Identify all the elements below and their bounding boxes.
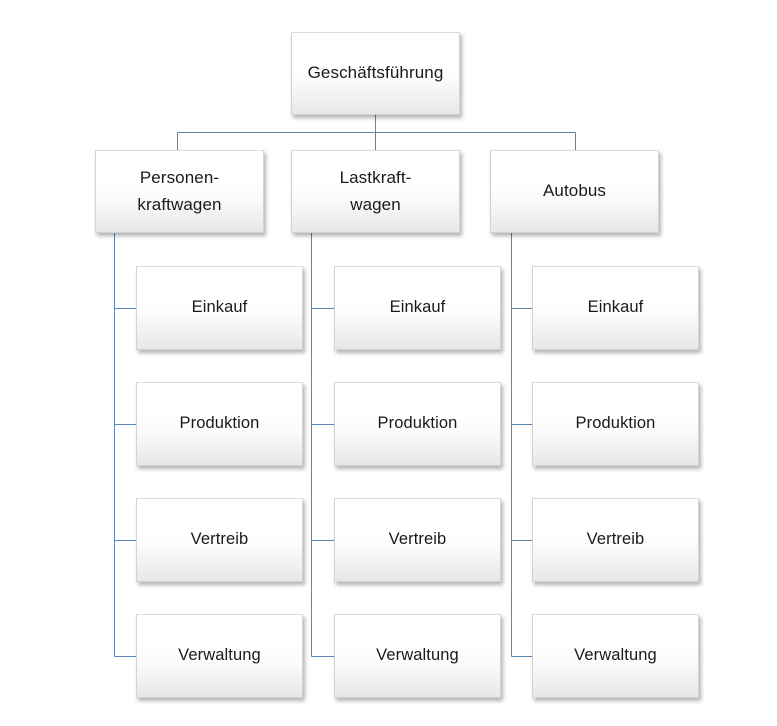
node-leaf-bus-produktion[interactable]: Produktion — [532, 382, 699, 466]
node-branch-lastkraftwagen[interactable]: Lastkraft- wagen — [291, 150, 460, 233]
node-leaf-bus-einkauf[interactable]: Einkauf — [532, 266, 699, 350]
node-leaf-bus-verwaltung[interactable]: Verwaltung — [532, 614, 699, 698]
node-leaf-label: Produktion — [179, 414, 260, 433]
node-leaf-label: Vertreib — [388, 530, 447, 549]
node-leaf-lkw-produktion[interactable]: Produktion — [334, 382, 501, 466]
node-leaf-bus-vertreib[interactable]: Vertreib — [532, 498, 699, 582]
node-leaf-label: Vertreib — [190, 530, 249, 549]
node-branch-autobus[interactable]: Autobus — [490, 150, 659, 233]
node-branch-label: Autobus — [542, 181, 607, 201]
node-leaf-label: Verwaltung — [574, 646, 657, 665]
node-leaf-lkw-einkauf[interactable]: Einkauf — [334, 266, 501, 350]
node-leaf-label: Einkauf — [191, 298, 248, 317]
node-root-label: Geschäftsführung — [307, 63, 444, 83]
node-leaf-label: Produktion — [377, 414, 458, 433]
node-leaf-pkw-verwaltung[interactable]: Verwaltung — [136, 614, 303, 698]
node-leaf-label: Einkauf — [587, 298, 644, 317]
node-root[interactable]: Geschäftsführung — [291, 32, 460, 115]
node-leaf-pkw-produktion[interactable]: Produktion — [136, 382, 303, 466]
node-leaf-label: Produktion — [575, 414, 656, 433]
node-leaf-label: Vertreib — [586, 530, 645, 549]
node-leaf-label: Einkauf — [389, 298, 446, 317]
node-branch-label: Lastkraft- wagen — [339, 168, 412, 214]
node-leaf-lkw-vertreib[interactable]: Vertreib — [334, 498, 501, 582]
node-leaf-label: Verwaltung — [376, 646, 459, 665]
node-leaf-lkw-verwaltung[interactable]: Verwaltung — [334, 614, 501, 698]
node-branch-personenkraftwagen[interactable]: Personen- kraftwagen — [95, 150, 264, 233]
node-leaf-label: Verwaltung — [178, 646, 261, 665]
node-leaf-pkw-vertreib[interactable]: Vertreib — [136, 498, 303, 582]
node-branch-label: Personen- kraftwagen — [137, 168, 222, 214]
node-leaf-pkw-einkauf[interactable]: Einkauf — [136, 266, 303, 350]
